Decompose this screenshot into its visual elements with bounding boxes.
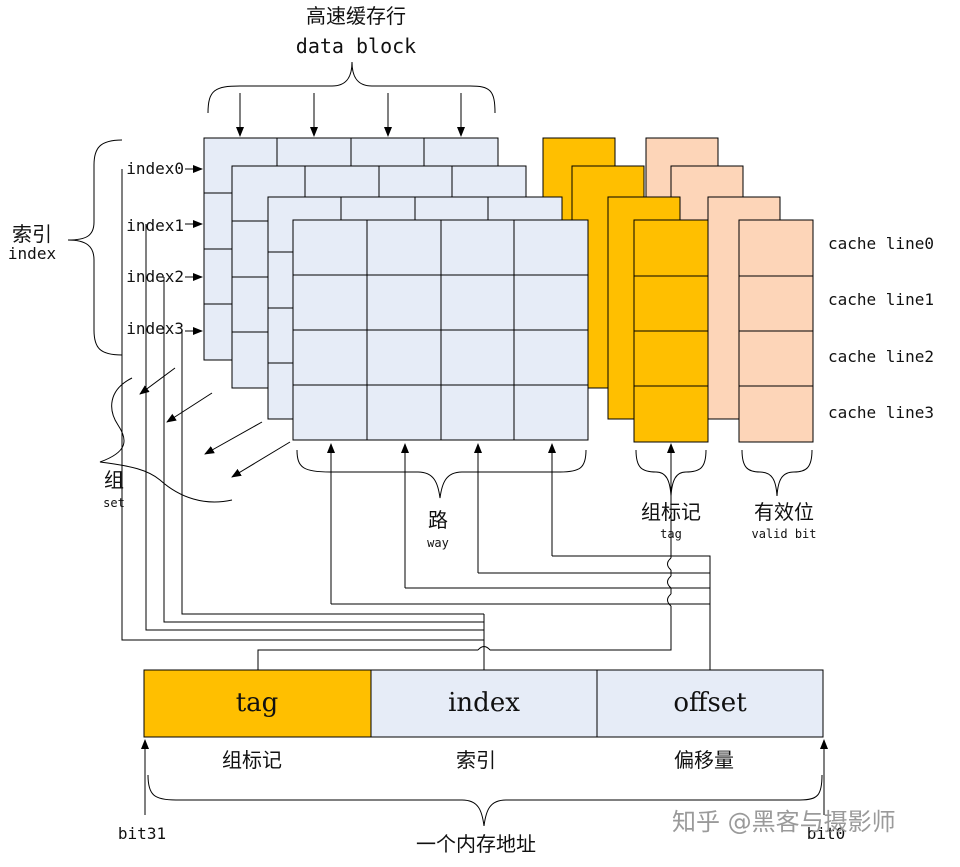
address-field-index-label: index — [448, 688, 520, 718]
data-block-brace — [207, 61, 496, 137]
index-brace — [67, 139, 203, 356]
index-row-3: index3 — [126, 319, 184, 338]
bit-high-label: bit31 — [117, 824, 167, 843]
watermark: 知乎 @黑客与摄影师 — [672, 808, 896, 836]
address-field-tag-label: tag — [235, 688, 279, 718]
way-title-cn: 路 — [428, 508, 448, 532]
address-caption: 一个内存地址 — [416, 832, 536, 856]
address-field-offset-label: offset — [673, 688, 747, 718]
index-row-0: index0 — [126, 159, 184, 178]
address-field-index — [370, 669, 598, 738]
valid-title-en: valid bit — [751, 527, 817, 541]
index-title-cn: 索引 — [12, 222, 52, 246]
tag-title-en: tag — [660, 527, 682, 541]
set-title-cn: 组 — [104, 468, 124, 492]
bit-low-label: bit0 — [806, 824, 846, 843]
address-caption-tag: 组标记 — [222, 748, 282, 772]
address-wiring — [121, 169, 711, 670]
address-register — [143, 669, 824, 738]
cache-line-1: cache line1 — [828, 290, 934, 309]
set-title-en: set — [103, 496, 125, 510]
data-block-title-cn: 高速缓存行 — [306, 4, 406, 28]
index-title-en: index — [7, 244, 57, 263]
address-caption-offset: 偏移量 — [674, 748, 734, 772]
valid-title-cn: 有效位 — [754, 500, 814, 524]
address-field-tag — [143, 669, 372, 738]
index-row-2: index2 — [126, 267, 184, 286]
cache-line-2: cache line2 — [828, 347, 934, 366]
tag-title-cn: 组标记 — [641, 500, 701, 524]
way-brace — [296, 449, 587, 499]
cache-line-3: cache line3 — [828, 403, 934, 422]
cache-line-0: cache line0 — [828, 234, 934, 253]
index-row-1: index1 — [126, 216, 184, 235]
address-brace — [141, 739, 828, 827]
data-block-title-en: data block — [295, 34, 417, 58]
data-block-layer-way3 — [292, 219, 589, 441]
way-title-en: way — [427, 536, 449, 550]
address-field-offset — [596, 669, 824, 738]
tag-valid-braces — [635, 449, 813, 497]
address-caption-index: 索引 — [456, 748, 496, 772]
